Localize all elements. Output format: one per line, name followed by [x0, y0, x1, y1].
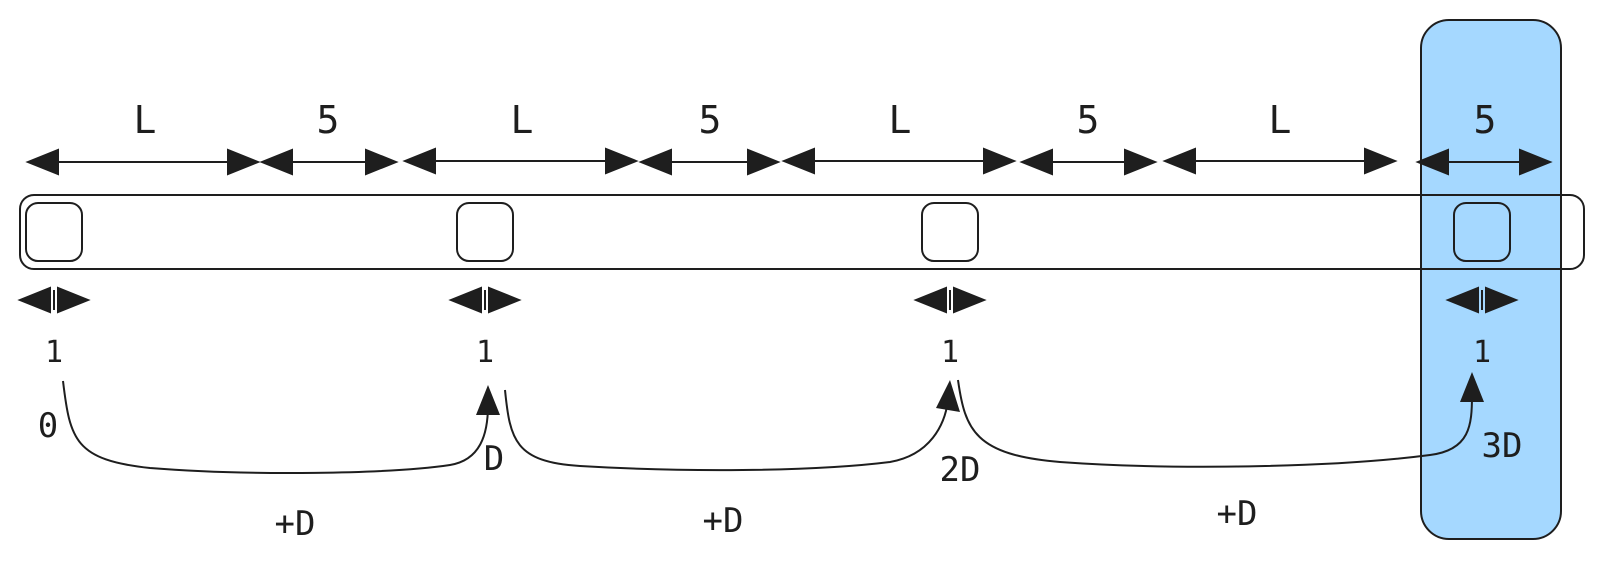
jump-arrow-1 [62, 380, 500, 475]
slot-4 [1453, 202, 1511, 262]
jump-arrow-3 [957, 372, 1484, 468]
slots [25, 202, 1511, 262]
offset-labels: 0 D 2D 3D [38, 406, 1523, 490]
offset-label-4: 3D [1482, 426, 1523, 466]
span-label-4: 5 [699, 98, 722, 142]
highlight-column [1420, 19, 1562, 540]
span-arrow-7 [1162, 147, 1398, 175]
slot-label-2: 1 [476, 335, 494, 370]
span-label-6: 5 [1077, 98, 1100, 142]
jump-arrow-2 [504, 380, 960, 472]
step-labels: +D +D +D [275, 494, 1258, 544]
span-label-8: 5 [1474, 98, 1497, 142]
slot-label-1: 1 [45, 335, 63, 370]
span-arrow-4 [638, 148, 781, 176]
slot-width-arrows [17, 286, 1519, 314]
span-label-3: L [511, 98, 534, 142]
slot-width-arrow-1 [17, 286, 91, 314]
jump-arrows [62, 372, 1484, 475]
step-label-3: +D [1217, 494, 1258, 534]
slot-width-arrow-4 [1445, 286, 1519, 314]
span-arrow-8 [1415, 148, 1553, 176]
span-arrow-2 [259, 148, 399, 176]
span-label-1: L [134, 98, 157, 142]
span-label-5: L [889, 98, 912, 142]
track-bar [19, 194, 1585, 270]
offset-label-1: 0 [38, 406, 58, 446]
step-label-1: +D [275, 504, 316, 544]
offset-label-3: 2D [940, 450, 981, 490]
span-label-2: 5 [317, 98, 340, 142]
offset-label-2: D [484, 439, 504, 479]
span-label-7: L [1269, 98, 1292, 142]
span-arrow-1 [25, 148, 261, 176]
span-labels: L 5 L 5 L 5 L 5 [134, 98, 1497, 142]
step-label-2: +D [703, 501, 744, 541]
span-arrows [25, 147, 1553, 176]
span-arrow-3 [402, 147, 639, 175]
slot-width-arrow-3 [913, 286, 987, 314]
slot-1 [25, 202, 83, 262]
slot-3 [921, 202, 979, 262]
slot-label-3: 1 [941, 335, 959, 370]
slot-label-4: 1 [1473, 335, 1491, 370]
span-arrow-5 [781, 147, 1017, 175]
span-arrow-6 [1019, 148, 1158, 176]
slot-labels: 1 1 1 1 [45, 335, 1491, 370]
slot-2 [456, 202, 514, 262]
slot-width-arrow-2 [448, 286, 522, 314]
